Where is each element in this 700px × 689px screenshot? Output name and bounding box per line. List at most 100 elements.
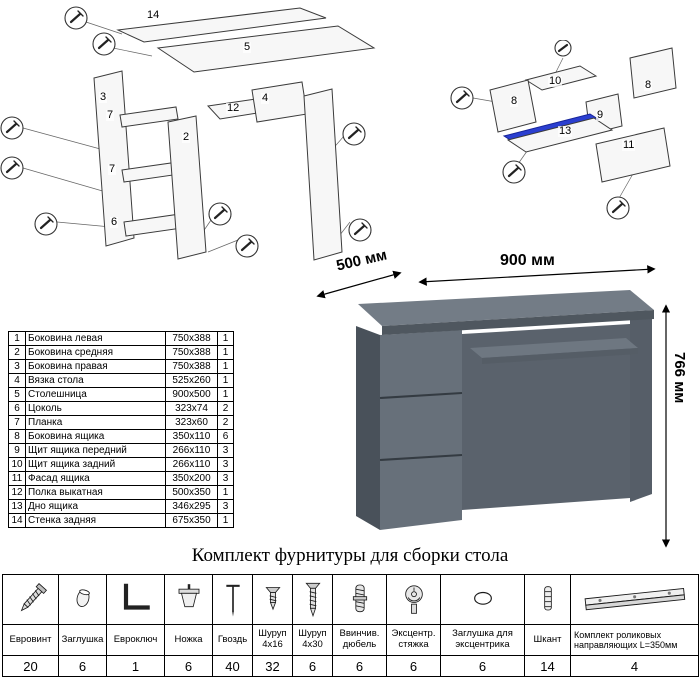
callout-screw-icon (502, 160, 526, 184)
hw-qty: 6 (292, 655, 333, 677)
hw-icon-cell (58, 574, 107, 625)
part-back-wall-14 (116, 7, 327, 43)
part-tabletop-5 (156, 25, 376, 73)
drawer-exploded-diagram (450, 40, 677, 220)
part-qty: 3 (217, 443, 234, 458)
hw-label: Шуруп 4х30 (292, 624, 333, 656)
part-num: 7 (8, 415, 26, 430)
hw-qty: 6 (332, 655, 387, 677)
hw-icon-cell (332, 574, 387, 625)
part-qty: 2 (217, 401, 234, 416)
part-num: 10 (8, 457, 26, 472)
part-size: 323x60 (165, 415, 218, 430)
hw-label: Комплект роликовых направляющих L=350мм (570, 624, 699, 656)
part-qty: 1 (217, 359, 234, 374)
hardware-qty-row: 20 6 1 6 40 32 6 6 6 6 14 4 (2, 655, 699, 677)
hardware-labels-row: Евровинт Заглушка Евроключ Ножка Гвоздь … (2, 624, 699, 656)
part-plank-7a (119, 106, 179, 128)
hardware-callouts (450, 40, 630, 220)
part-label-12: 12 (226, 102, 241, 114)
part-name: Вязка стола (25, 373, 166, 388)
part-name: Дно ящика (25, 499, 166, 514)
dowel-screw-icon (352, 584, 367, 612)
drawer-slide-icon (584, 587, 685, 610)
part-label-8: 8 (510, 95, 519, 107)
part-qty: 1 (217, 345, 234, 360)
part-size: 750x388 (165, 359, 218, 374)
part-num: 3 (8, 359, 26, 374)
hw-qty: 6 (386, 655, 441, 677)
part-size: 266x110 (165, 443, 218, 458)
desk-pedestal-side (356, 326, 380, 530)
callout-screw-icon (450, 86, 474, 110)
hw-icon-cell (570, 574, 699, 625)
part-name: Боковина правая (25, 359, 166, 374)
part-size: 525x260 (165, 373, 218, 388)
callout-screw-icon (0, 156, 24, 180)
part-num: 6 (8, 401, 26, 416)
part-num: 2 (8, 345, 26, 360)
part-size: 346x295 (165, 499, 218, 514)
part-drawer-facade-11 (595, 127, 671, 183)
part-name: Боковина ящика (25, 429, 166, 444)
part-label-4: 4 (261, 92, 270, 104)
part-num: 8 (8, 429, 26, 444)
part-qty: 1 (217, 387, 234, 402)
part-num: 9 (8, 443, 26, 458)
callout-screw-icon (554, 40, 572, 57)
hw-qty: 6 (58, 655, 107, 677)
nail-icon (226, 584, 240, 617)
part-name: Щит ящика задний (25, 457, 166, 472)
part-side-right (303, 88, 343, 261)
desk-tabletop-edge (382, 310, 654, 335)
screw-small-icon (265, 586, 281, 610)
callout-screw-icon (92, 32, 116, 56)
part-label-7: 7 (106, 109, 115, 121)
part-name: Цоколь (25, 401, 166, 416)
dimension-arrows (316, 265, 671, 548)
wood-dowel-icon (543, 585, 552, 610)
cam-cover-icon (473, 591, 492, 605)
hw-icon-cell (252, 574, 293, 625)
hardware-callouts (0, 6, 372, 258)
desk-keyboard-tray (470, 338, 638, 358)
part-num: 12 (8, 485, 26, 500)
hw-label: Евровинт (2, 624, 59, 656)
desk-keyboard-tray-edge (482, 348, 638, 364)
callout-screw-icon (348, 218, 372, 242)
part-size: 323x74 (165, 401, 218, 416)
part-size: 350x110 (165, 429, 218, 444)
width-dimension-label: 900 мм (500, 252, 555, 269)
callout-screw-icon (606, 196, 630, 220)
part-qty: 2 (217, 415, 234, 430)
width-arrow (418, 265, 656, 286)
part-label-14: 14 (146, 9, 161, 21)
part-qty: 1 (217, 331, 234, 346)
part-num: 11 (8, 471, 26, 486)
foot-icon (178, 583, 199, 607)
screw-large-icon (305, 582, 321, 617)
hw-icon-cell (440, 574, 525, 625)
part-num: 1 (8, 331, 26, 346)
part-side-middle-2 (167, 115, 207, 260)
part-name: Стенка задняя (25, 513, 166, 528)
callout-screw-icon (64, 6, 88, 30)
cam-lock-icon (404, 584, 423, 614)
part-qty: 3 (217, 499, 234, 514)
callout-screw-icon (208, 202, 232, 226)
hw-label: Евроключ (106, 624, 165, 656)
hw-icon-cell (292, 574, 333, 625)
part-label-8: 8 (644, 79, 653, 91)
part-label-2: 2 (182, 131, 191, 143)
